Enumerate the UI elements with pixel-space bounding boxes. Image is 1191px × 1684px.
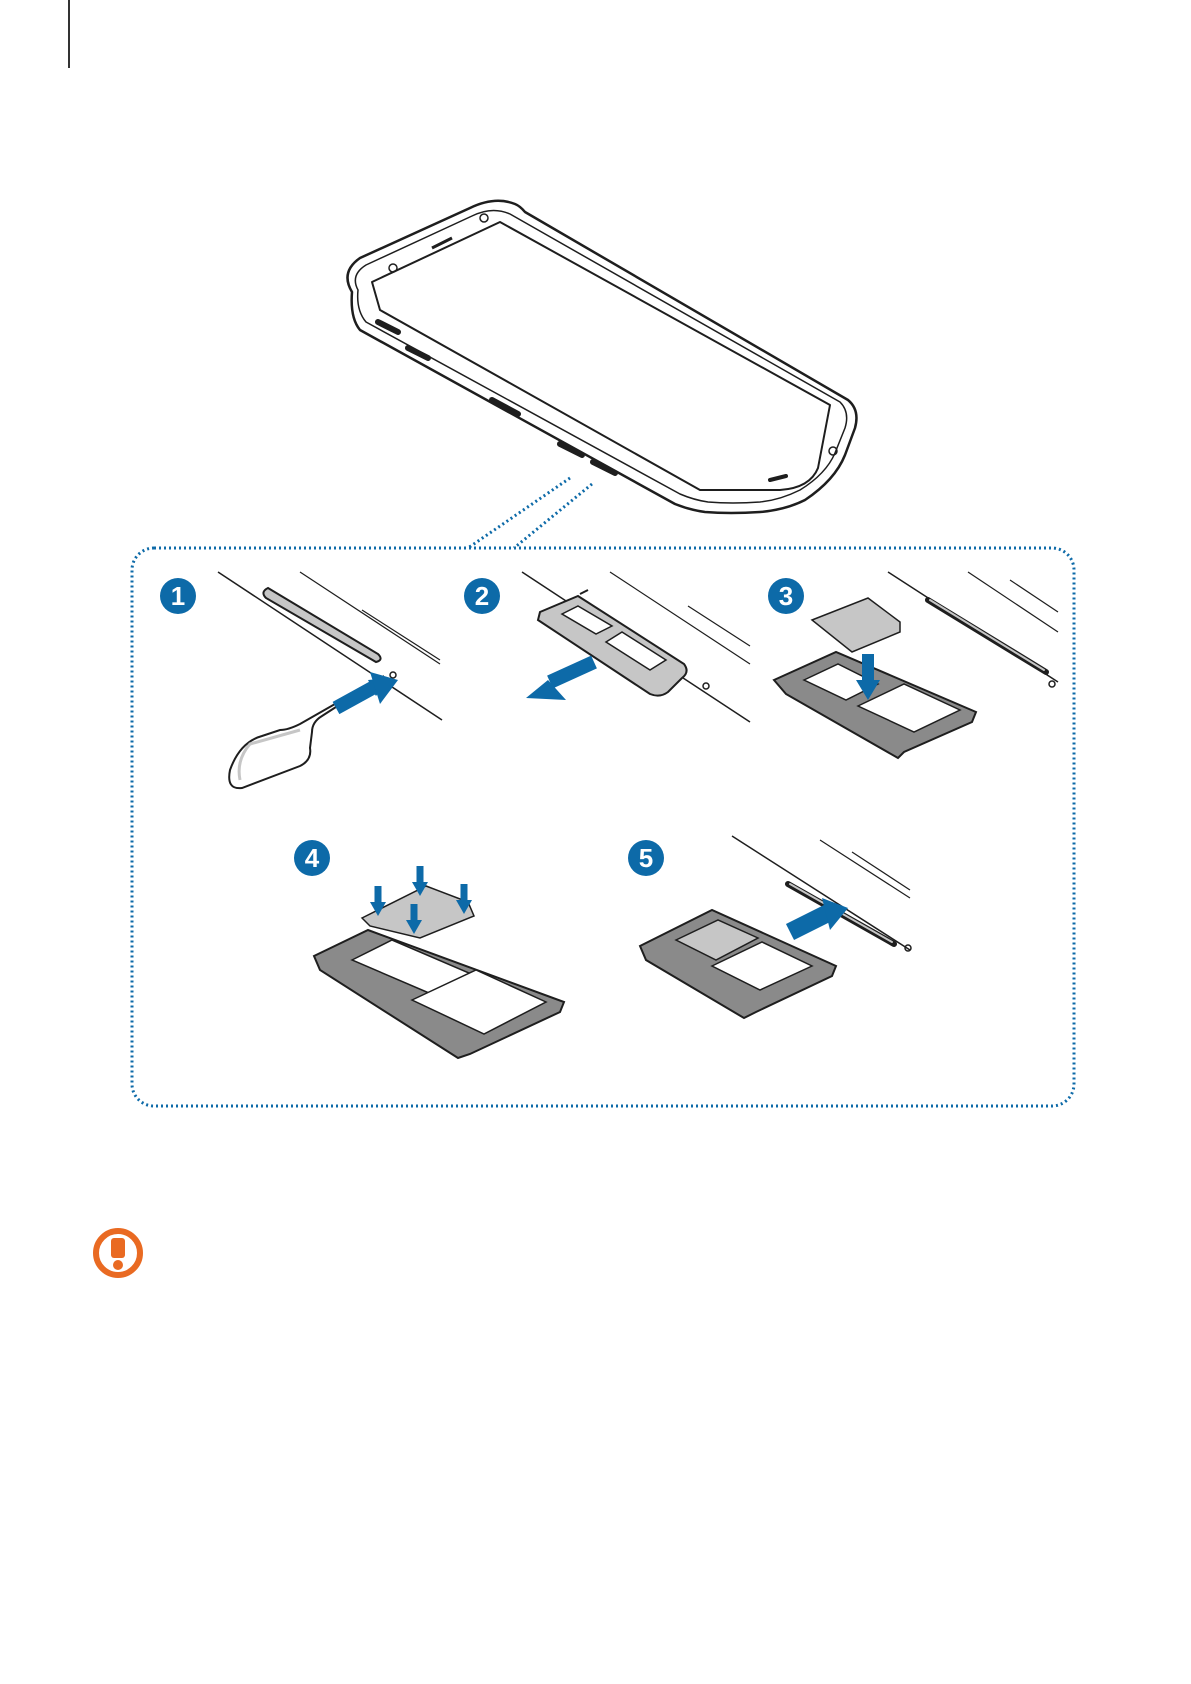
step-4-illustration	[314, 866, 564, 1058]
caution-icon	[90, 1225, 146, 1281]
phone-device	[348, 201, 857, 513]
step-3-illustration	[774, 572, 1058, 758]
step-badge-2: 2	[464, 578, 500, 614]
step-5-illustration	[640, 836, 911, 1018]
step-badge-4: 4	[294, 840, 330, 876]
step-1-illustration	[218, 572, 442, 788]
step-badge-1: 1	[160, 578, 196, 614]
step-2-illustration	[522, 572, 750, 722]
step-badge-5: 5	[628, 840, 664, 876]
step-badge-3: 3	[768, 578, 804, 614]
